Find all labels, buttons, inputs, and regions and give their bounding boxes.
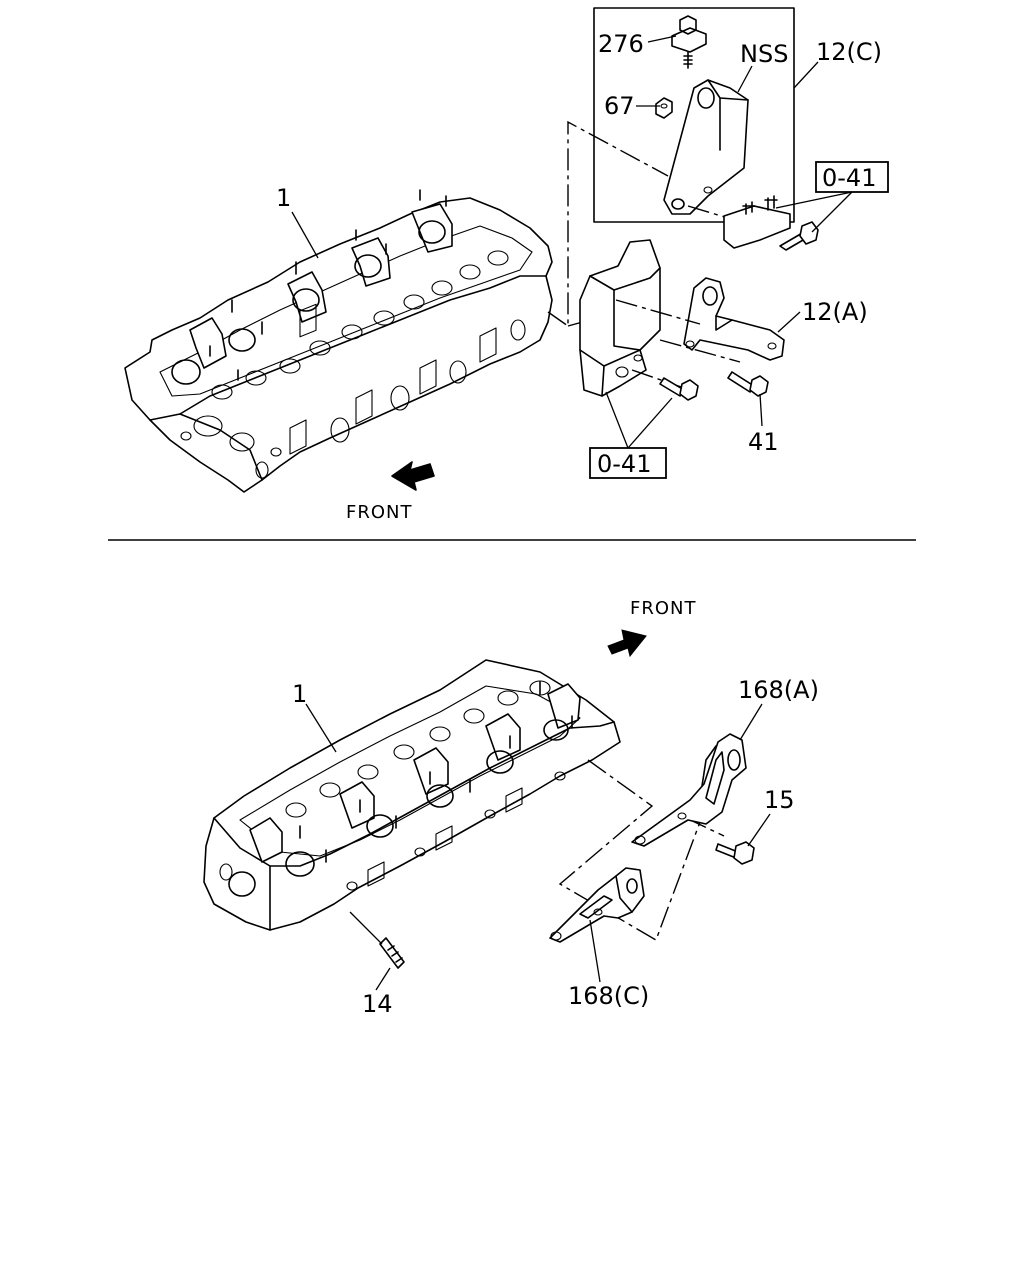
label-head-upper: 1	[276, 184, 291, 212]
label-168a: 168(A)	[738, 676, 819, 704]
label-67: 67	[604, 92, 635, 120]
label-front-lower: FRONT	[630, 598, 697, 619]
leader-ref-bottom	[605, 391, 673, 449]
bracket-12a[interactable]	[683, 277, 785, 361]
label-ref-top: 0-41	[822, 164, 876, 192]
leader-12c	[793, 61, 819, 89]
cylinder-head-upper[interactable]	[124, 189, 553, 493]
label-12c: 12(C)	[816, 38, 882, 66]
lower-centerline	[558, 759, 701, 942]
bolt-base-lower[interactable]	[659, 377, 699, 401]
leader-41	[759, 393, 763, 427]
leader-276	[647, 35, 677, 43]
leader-head-lower	[305, 703, 337, 753]
front-arrow-upper	[391, 461, 435, 491]
label-14: 14	[362, 990, 393, 1018]
label-front-upper: FRONT	[346, 502, 413, 523]
bracket-c-box	[593, 7, 795, 223]
label-ref-bottom: 0-41	[597, 450, 651, 478]
bracket-168c[interactable]	[549, 867, 645, 943]
stud-276[interactable]	[671, 15, 707, 69]
nut-67[interactable]	[655, 97, 673, 119]
cylinder-head-lower[interactable]	[203, 659, 621, 931]
leader-nss	[737, 65, 753, 93]
leader-head-upper	[291, 211, 319, 259]
label-nss: NSS	[740, 40, 788, 68]
leader-ref-top	[775, 191, 853, 233]
label-15: 15	[764, 786, 795, 814]
leader-12a	[777, 311, 801, 333]
stud-14[interactable]	[379, 937, 405, 969]
leader-14-head	[349, 911, 383, 945]
upper-centerline	[547, 120, 669, 328]
front-arrow-lower	[607, 629, 647, 658]
label-41: 41	[748, 428, 779, 456]
leader-14	[375, 967, 391, 991]
ref-box-top	[815, 161, 889, 193]
bolt-15[interactable]	[715, 841, 755, 865]
bracket-168a[interactable]	[631, 733, 747, 847]
bolt-41[interactable]	[727, 371, 769, 397]
mount-base[interactable]	[579, 239, 661, 397]
label-12a: 12(A)	[802, 298, 868, 326]
lower-view: FRONT	[203, 598, 819, 1018]
bracket-a-centerline	[615, 299, 741, 391]
ref-box-bottom	[589, 447, 667, 479]
leader-168a	[739, 703, 763, 741]
bracket-12c[interactable]	[663, 79, 749, 215]
upper-view: 0-41	[124, 7, 889, 523]
bolt-upper-right[interactable]	[779, 221, 819, 251]
label-168c: 168(C)	[568, 982, 649, 1010]
leader-168c	[589, 919, 601, 983]
label-head-lower: 1	[292, 680, 307, 708]
leader-15	[747, 813, 771, 847]
stud-block[interactable]	[723, 195, 791, 249]
label-276: 276	[598, 30, 644, 58]
